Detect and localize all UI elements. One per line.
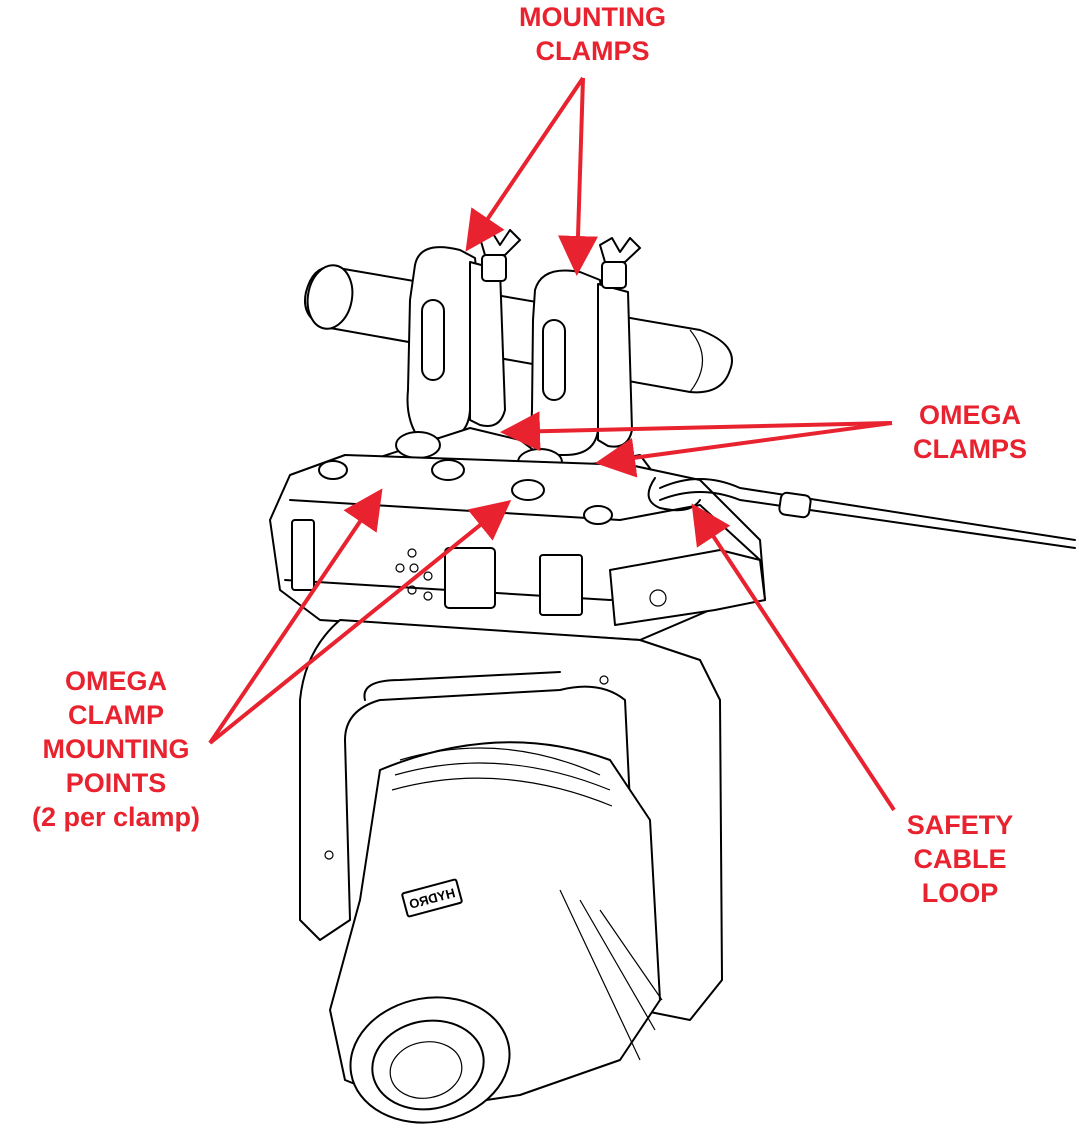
arrow-mounting-clamp-left — [465, 76, 585, 252]
callout-arrows — [208, 76, 896, 812]
arrow-mounting-point-right — [208, 499, 512, 745]
truss-pipe — [304, 264, 733, 394]
label-omega-clamps: OMEGA CLAMPS — [880, 398, 1060, 466]
label-points-line5: (2 per clamp) — [31, 802, 201, 832]
mounting-clamp-left — [406, 229, 521, 441]
arrow-mounting-clamp-right — [558, 77, 599, 276]
arrow-safety-cable-loop — [691, 503, 896, 812]
label-omega-clamps-line2: CLAMPS — [913, 434, 1027, 464]
label-points-line1: OMEGA — [64, 666, 167, 696]
label-mounting-clamps-line2: CLAMPS — [535, 36, 650, 66]
label-points-line4: POINTS — [65, 768, 167, 798]
label-mounting-clamps: MOUNTING CLAMPS — [0, 0, 1079, 68]
label-safety-line1: SAFETY — [906, 810, 1014, 840]
arrow-omega-clamp-left — [500, 411, 893, 452]
label-safety-cable-loop: SAFETY CABLE LOOP — [880, 808, 1040, 910]
fixture-head: HYDRO — [329, 741, 663, 1124]
arrow-mounting-point-left — [208, 488, 383, 745]
safety-cable — [647, 477, 1076, 549]
label-points-line2: CLAMP — [68, 700, 164, 730]
label-safety-line3: LOOP — [921, 878, 999, 908]
arrow-omega-clamp-right — [595, 421, 893, 478]
hydro-logo: HYDRO — [401, 878, 463, 918]
label-mounting-clamps-line1: MOUNTING — [519, 2, 666, 32]
label-omega-clamp-mounting-points: OMEGA CLAMP MOUNTING POINTS (2 per clamp… — [0, 664, 232, 834]
mounting-clamp-right — [530, 237, 641, 456]
label-points-line3: MOUNTING — [42, 734, 190, 764]
label-omega-clamps-line1: OMEGA — [918, 400, 1021, 430]
label-safety-line2: CABLE — [913, 844, 1007, 874]
